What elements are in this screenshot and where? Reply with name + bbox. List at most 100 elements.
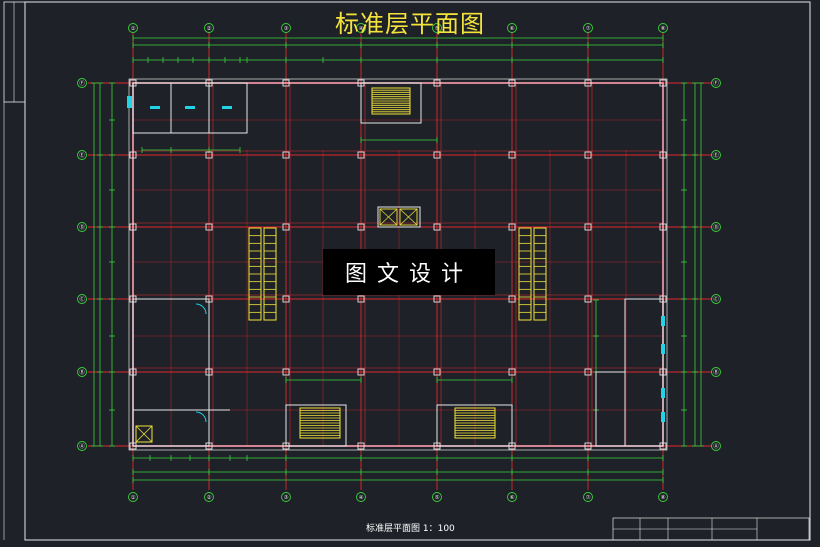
- column: [433, 79, 441, 87]
- window: [661, 412, 665, 422]
- axis-bubble: [658, 23, 668, 33]
- drawing-subtitle: 标准层平面图 1：100: [366, 524, 455, 534]
- elevator: [399, 208, 418, 226]
- column: [433, 295, 441, 303]
- axis-bubble-label: ⑧: [661, 495, 666, 501]
- column: [508, 295, 516, 303]
- axis-bubble-label: ⑦: [586, 25, 591, 32]
- column: [659, 151, 667, 159]
- axis-bubble: [711, 150, 721, 160]
- axis-bubble-label: ⑤: [435, 26, 440, 32]
- axis-bubble-label: ④: [359, 26, 364, 32]
- column: [357, 295, 365, 303]
- axis-bubble-label: Ⓕ: [713, 79, 719, 87]
- axis-bubble-label: ①: [131, 495, 136, 501]
- elevator: [399, 208, 418, 226]
- elevator: [379, 208, 398, 226]
- window: [127, 96, 132, 108]
- door-swing: [195, 303, 207, 315]
- axis-bubble-label: ③: [284, 26, 289, 32]
- axis-bubble-label: ③: [284, 495, 289, 501]
- axis-bubble: [128, 23, 138, 33]
- column: [433, 223, 441, 231]
- axis-bubble: [507, 23, 517, 33]
- column: [282, 223, 290, 231]
- column: [205, 151, 213, 159]
- axis-bubble: [711, 441, 721, 451]
- axis-bubble: [204, 492, 214, 502]
- column: [357, 223, 365, 231]
- window: [661, 388, 665, 398]
- binding-strip: [3, 1, 26, 103]
- axis-bubble: [356, 23, 366, 33]
- axis-bubble-label: Ⓑ: [79, 368, 85, 376]
- axis-bubble-label: ④: [359, 495, 364, 501]
- column: [357, 368, 365, 376]
- axis-bubble-label: ⑧: [661, 26, 666, 32]
- axis-bubble-label: Ⓒ: [713, 295, 719, 303]
- window: [661, 316, 665, 326]
- axis-bubble-label: Ⓑ: [713, 368, 719, 376]
- column: [659, 79, 667, 87]
- column: [433, 151, 441, 159]
- column: [282, 151, 290, 159]
- drawing-title: 标准层平面图: [335, 10, 485, 38]
- axis-bubble-label: ⑤: [435, 495, 440, 501]
- room-wall: [436, 404, 513, 447]
- sheet-border: [24, 1, 811, 541]
- axis-bubble: [658, 492, 668, 502]
- axis-bubble: [711, 222, 721, 232]
- axis-bubble-label: ②: [207, 494, 212, 501]
- column: [282, 79, 290, 87]
- axis-bubble-label: Ⓒ: [79, 295, 85, 303]
- room-wall: [285, 404, 347, 447]
- shaft: [135, 425, 153, 443]
- door-swing: [195, 411, 207, 423]
- column: [129, 151, 137, 159]
- axis-bubble: [356, 492, 366, 502]
- column: [584, 295, 592, 303]
- room-wall: [595, 371, 626, 447]
- room-wall: [360, 82, 422, 124]
- axis-bubble-label: Ⓔ: [79, 151, 85, 159]
- axis-bubble: [77, 294, 87, 304]
- axis-bubble: [281, 492, 291, 502]
- room-wall: [624, 298, 664, 447]
- column: [584, 151, 592, 159]
- column: [508, 223, 516, 231]
- axis-bubble-label: ②: [207, 25, 212, 32]
- axis-bubble-label: Ⓐ: [713, 442, 719, 450]
- axis-bubble-label: ⑥: [510, 495, 515, 501]
- column: [282, 295, 290, 303]
- axis-bubble: [711, 294, 721, 304]
- column: [508, 368, 516, 376]
- column: [357, 442, 365, 450]
- shaft: [135, 425, 153, 443]
- axis-bubble-label: Ⓓ: [713, 223, 719, 231]
- axis-bubble-label: ⑦: [586, 494, 591, 501]
- stair-layer: [248, 87, 547, 439]
- axis-bubble: [432, 23, 442, 33]
- axis-bubble: [128, 492, 138, 502]
- axis-bubble: [204, 23, 214, 33]
- axis-bubble: [583, 492, 593, 502]
- column: [508, 79, 516, 87]
- column: [205, 223, 213, 231]
- title-block: [612, 517, 810, 541]
- axis-bubble-label: ①: [131, 26, 136, 32]
- axis-bubble-label: Ⓕ: [79, 79, 85, 87]
- room-wall: [208, 82, 248, 134]
- axis-bubble: [77, 441, 87, 451]
- dimension-layer: [91, 35, 704, 483]
- axis-bubble: [507, 492, 517, 502]
- axis-bubble: [77, 78, 87, 88]
- axis-bubble: [281, 23, 291, 33]
- axis-bubble: [711, 78, 721, 88]
- elevator: [379, 208, 398, 226]
- column: [282, 368, 290, 376]
- column: [584, 368, 592, 376]
- axis-bubble-label: Ⓓ: [79, 223, 85, 231]
